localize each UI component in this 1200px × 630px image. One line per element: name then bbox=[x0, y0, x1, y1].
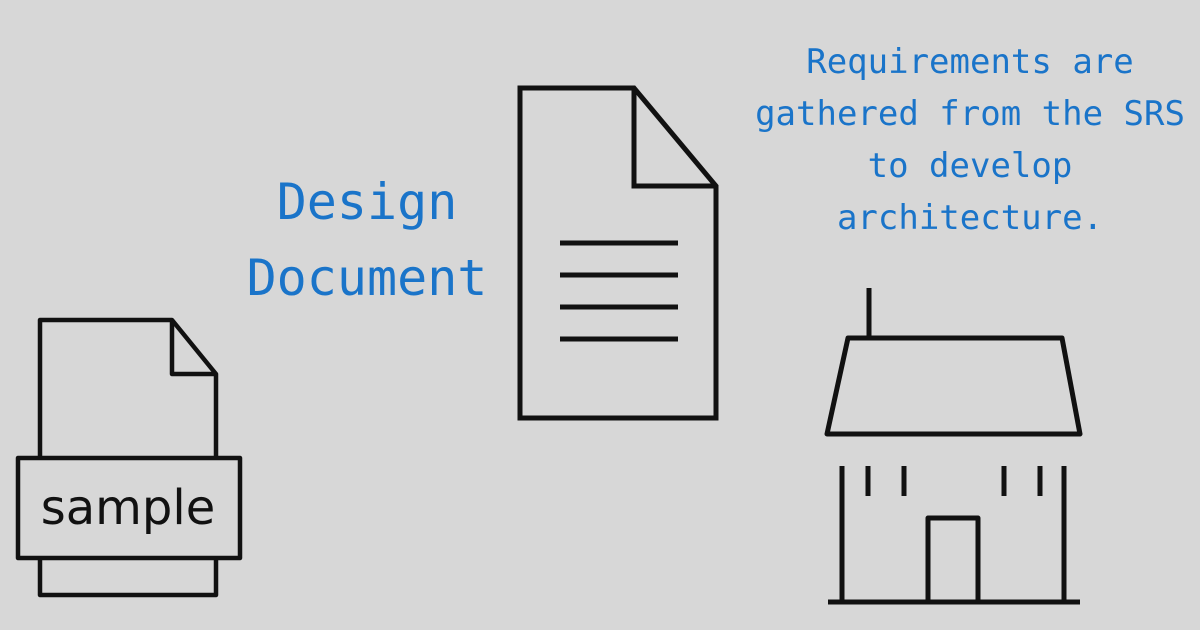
sample-label-box bbox=[15, 455, 243, 561]
caption-line: gathered from the SRS bbox=[755, 94, 1185, 134]
design-document-title-line: Document bbox=[246, 249, 488, 307]
house-door bbox=[925, 515, 981, 602]
requirements-caption: Requirements are gathered from the SRS t… bbox=[745, 36, 1195, 244]
house-roof bbox=[824, 335, 1083, 437]
caption-line: architecture. bbox=[836, 198, 1104, 238]
caption-line: to develop bbox=[867, 146, 1073, 186]
design-document-title-line: Design bbox=[276, 173, 458, 231]
sample-label: sample bbox=[40, 480, 216, 536]
design-document-title: Design Document bbox=[222, 164, 512, 316]
sample-file-icon bbox=[15, 317, 243, 598]
house-icon bbox=[824, 288, 1083, 605]
caption-line: Requirements are bbox=[806, 42, 1134, 82]
document-icon bbox=[517, 85, 719, 421]
